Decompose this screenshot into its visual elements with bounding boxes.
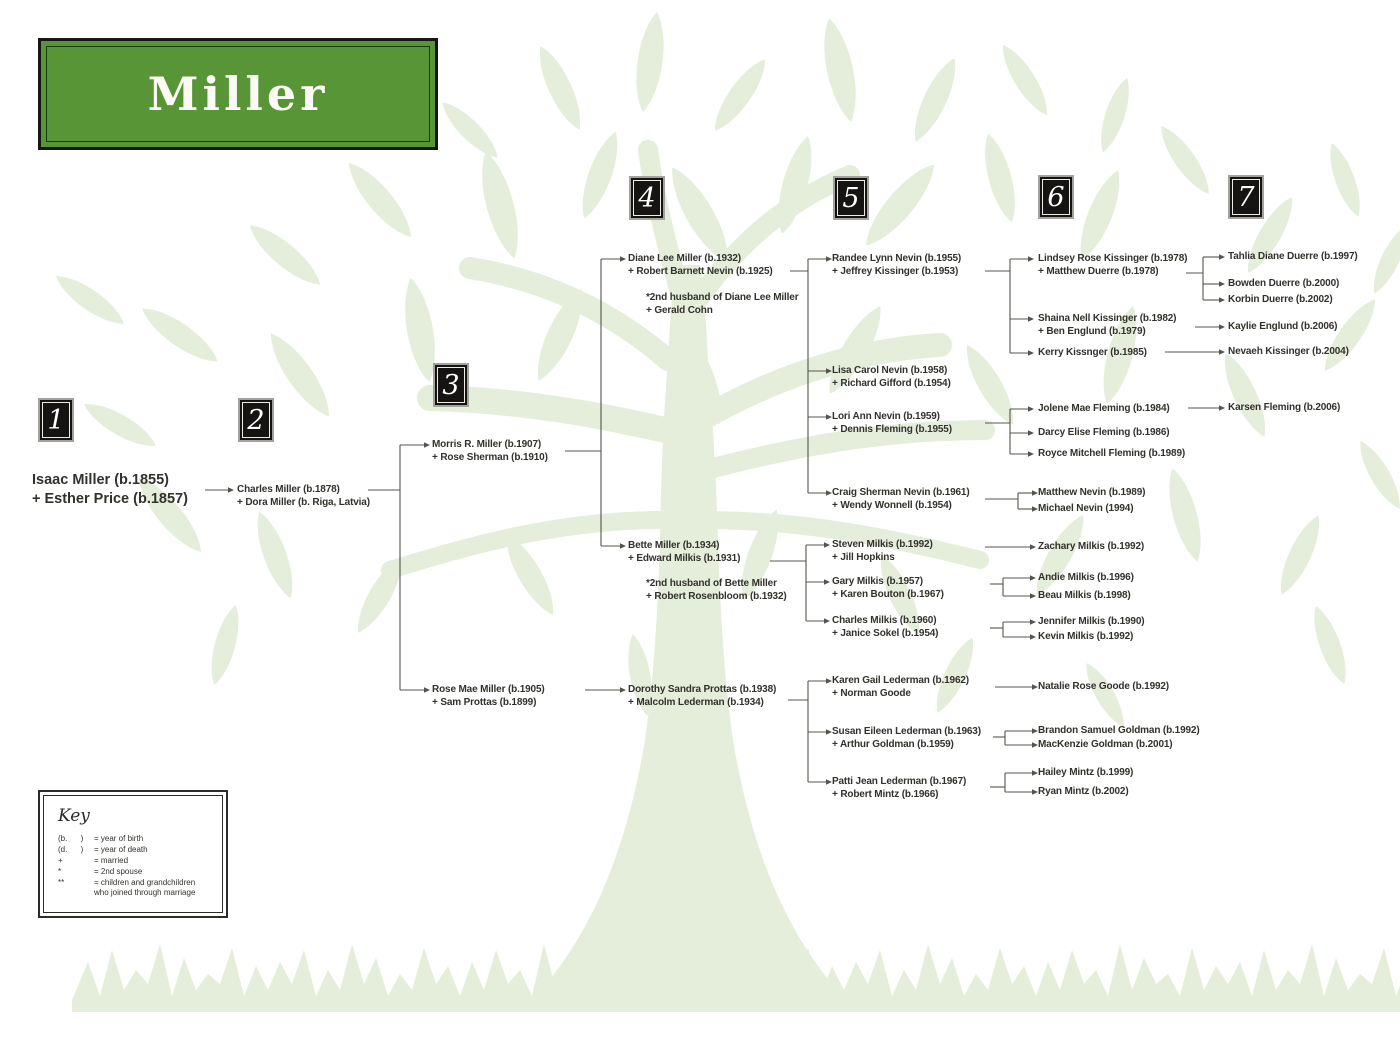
person-karen-lederman: Karen Gail Lederman (b.1962)+ Norman Goo… [832, 675, 969, 699]
person-darcy-fleming: Darcy Elise Fleming (b.1986) [1038, 427, 1170, 438]
legend-title: Key [58, 806, 90, 826]
person-tahlia-duerre: Tahlia Diane Duerre (b.1997) [1228, 251, 1358, 262]
generation-badge-6: 6 [1038, 175, 1074, 219]
legend-row: *= 2nd spouse [58, 867, 143, 876]
family-name: Miller [147, 67, 329, 121]
person-dorothy-prottas: Dorothy Sandra Prottas (b.1938)+ Malcolm… [628, 684, 777, 708]
person-bette-miller: Bette Miller (b.1934)+ Edward Milkis (b.… [628, 540, 741, 564]
person-bowden-duerre: Bowden Duerre (b.2000) [1228, 278, 1340, 289]
grass-silhouette [72, 944, 1400, 1012]
generation-badge-1: 1 [38, 398, 74, 442]
family-name-plaque: Miller [38, 38, 438, 150]
person-michael-nevin: Michael Nevin (1994) [1038, 503, 1134, 514]
person-beau-milkis: Beau Milkis (b.1998) [1038, 590, 1131, 601]
person-zachary-milkis: Zachary Milkis (b.1992) [1038, 541, 1145, 552]
person-nevaeh-kissinger: Nevaeh Kissinger (b.2004) [1228, 346, 1349, 357]
generation-badge-3: 3 [433, 363, 469, 407]
person-karsen-fleming: Karsen Fleming (b.2006) [1228, 402, 1341, 413]
person-kerry-kissnger: Kerry Kissnger (b.1985) [1038, 347, 1147, 358]
note-bette-note: *2nd husband of Bette Miller+ Robert Ros… [646, 578, 787, 602]
person-hailey-mintz: Hailey Mintz (b.1999) [1038, 767, 1134, 778]
legend-row: **= children and grandchildren who joine… [58, 878, 196, 897]
person-randee-nevin: Randee Lynn Nevin (b.1955)+ Jeffrey Kiss… [832, 253, 962, 277]
person-kaylie-englund: Kaylie Englund (b.2006) [1228, 321, 1338, 332]
person-charles-milkis: Charles Milkis (b.1960)+ Janice Sokel (b… [832, 615, 939, 639]
person-lindsey-kissinger: Lindsey Rose Kissinger (b.1978)+ Matthew… [1038, 253, 1188, 277]
legend-row: (b. )= year of birth [58, 834, 144, 843]
person-diane-lee-miller: Diane Lee Miller (b.1932)+ Robert Barnet… [628, 253, 773, 277]
tree-trunk [520, 265, 858, 1012]
person-matthew-nevin: Matthew Nevin (b.1989) [1038, 487, 1146, 498]
person-lori-nevin: Lori Ann Nevin (b.1959)+ Dennis Fleming … [832, 411, 952, 435]
generation-badge-2: 2 [238, 398, 274, 442]
generation-badge-7: 7 [1228, 175, 1264, 219]
person-kevin-milkis: Kevin Milkis (b.1992) [1038, 631, 1134, 642]
person-royce-fleming: Royce Mitchell Fleming (b.1989) [1038, 448, 1186, 459]
person-andie-milkis: Andie Milkis (b.1996) [1038, 572, 1134, 583]
person-ryan-mintz: Ryan Mintz (b.2002) [1038, 786, 1129, 797]
person-korbin-duerre: Korbin Duerre (b.2002) [1228, 294, 1333, 305]
person-natalie-goode: Natalie Rose Goode (b.1992) [1038, 681, 1169, 692]
person-isaac-miller: Isaac Miller (b.1855)+ Esther Price (b.1… [32, 472, 188, 507]
person-morris-miller: Morris R. Miller (b.1907)+ Rose Sherman … [432, 439, 548, 463]
legend-row: += married [58, 856, 129, 865]
person-rose-mae-miller: Rose Mae Miller (b.1905)+ Sam Prottas (b… [432, 684, 545, 708]
person-shaina-kissinger: Shaina Nell Kissinger (b.1982)+ Ben Engl… [1038, 313, 1177, 337]
person-brandon-goldman: Brandon Samuel Goldman (b.1992) [1038, 725, 1200, 736]
generation-badge-5: 5 [833, 176, 869, 220]
legend: Key (b. )= year of birth (d. )= year of d… [38, 790, 228, 918]
person-jolene-fleming: Jolene Mae Fleming (b.1984) [1038, 403, 1170, 414]
generation-badge-4: 4 [629, 176, 665, 220]
note-diane-note: *2nd husband of Diane Lee Miller+ Gerald… [646, 292, 799, 316]
legend-row: (d. )= year of death [58, 845, 148, 854]
person-jennifer-milkis: Jennifer Milkis (b.1990) [1038, 616, 1145, 627]
person-susan-lederman: Susan Eileen Lederman (b.1963)+ Arthur G… [832, 726, 981, 750]
person-patti-lederman: Patti Jean Lederman (b.1967)+ Robert Min… [832, 776, 967, 800]
legend-rows: (b. )= year of birth (d. )= year of death… [40, 834, 226, 898]
person-gary-milkis: Gary Milkis (b.1957)+ Karen Bouton (b.19… [832, 576, 944, 600]
person-mackenzie-goldman: MacKenzie Goldman (b.2001) [1038, 739, 1173, 750]
person-steven-milkis: Steven Milkis (b.1992)+ Jill Hopkins [832, 539, 933, 563]
person-charles-miller: Charles Miller (b.1878)+ Dora Miller (b.… [237, 484, 370, 508]
person-craig-nevin: Craig Sherman Nevin (b.1961)+ Wendy Wonn… [832, 487, 970, 511]
person-lisa-nevin: Lisa Carol Nevin (b.1958)+ Richard Giffo… [832, 365, 951, 389]
